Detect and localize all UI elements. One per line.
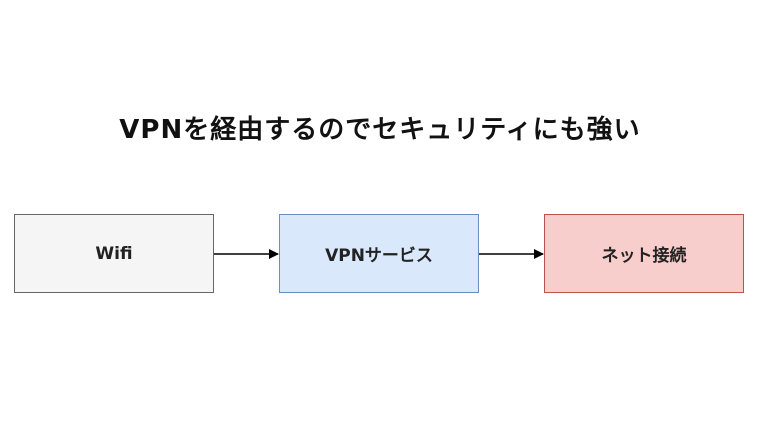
node-wifi-label: Wifi <box>95 243 133 264</box>
node-internet-connection-label: ネット接続 <box>601 246 687 266</box>
node-vpn-service: VPNサービス <box>279 214 479 293</box>
node-wifi: Wifi <box>14 214 214 293</box>
node-vpn-service-label: VPNサービス <box>325 246 433 266</box>
node-internet-connection: ネット接続 <box>544 214 744 293</box>
diagram-title: VPNを経由するのでセキュリティにも強い <box>119 115 641 145</box>
